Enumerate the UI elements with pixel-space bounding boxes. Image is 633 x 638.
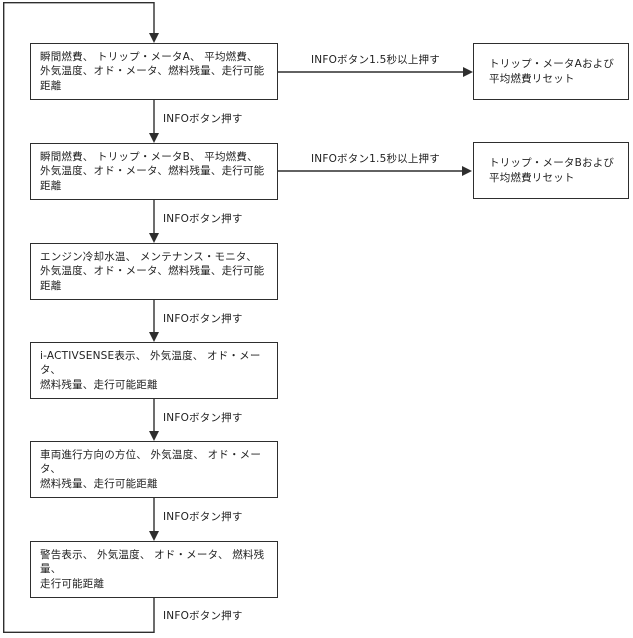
- arrowhead-down-5: [149, 531, 159, 541]
- flow-box-trip-a-mode: 瞬間燃費、 トリップ・メータA、 平均燃費、 外気温度、オド・メータ、燃料残量、…: [30, 43, 278, 100]
- arrow-label-press-info-2: INFOボタン押す: [163, 213, 243, 225]
- arrow-label-long-press-2: INFOボタン1.5秒以上押す: [311, 153, 440, 165]
- flow-box-trip-b-reset: トリップ・メータBおよび 平均燃費リセット: [473, 142, 629, 199]
- arrow-label-long-press-1: INFOボタン1.5秒以上押す: [311, 54, 440, 66]
- flow-box-warning-mode: 警告表示、 外気温度、 オド・メータ、 燃料残量、 走行可能距離: [30, 541, 278, 598]
- loop-connector-line: [3, 2, 155, 633]
- flow-box-trip-a-reset: トリップ・メータAおよび 平均燃費リセット: [473, 43, 629, 100]
- arrow-label-press-info-1: INFOボタン押す: [163, 113, 243, 125]
- arrowhead-down-1: [149, 133, 159, 143]
- flow-box-text: エンジン冷却水温、 メンテナンス・モニタ、 外気温度、オド・メータ、燃料残量、走…: [40, 250, 265, 292]
- flow-box-text: トリップ・メータBおよび 平均燃費リセット: [489, 157, 615, 184]
- flow-box-text: 車両進行方向の方位、 外気温度、 オド・メータ、 燃料残量、走行可能距離: [40, 448, 262, 490]
- flow-box-text: i-ACTIVSENSE表示、 外気温度、 オド・メータ、 燃料残量、走行可能距…: [40, 349, 261, 391]
- arrowhead-right-1: [463, 67, 473, 77]
- flow-box-text: 瞬間燃費、 トリップ・メータB、 平均燃費、 外気温度、オド・メータ、燃料残量、…: [40, 150, 265, 192]
- flow-box-coolant-maintenance-mode: エンジン冷却水温、 メンテナンス・モニタ、 外気温度、オド・メータ、燃料残量、走…: [30, 243, 278, 300]
- arrow-label-press-info-3: INFOボタン押す: [163, 313, 243, 325]
- arrow-label-press-info-4: INFOボタン押す: [163, 412, 243, 424]
- arrowhead-down-4: [149, 431, 159, 441]
- flow-box-compass-mode: 車両進行方向の方位、 外気温度、 オド・メータ、 燃料残量、走行可能距離: [30, 441, 278, 498]
- arrowhead-down-3: [149, 332, 159, 342]
- arrowhead-down-loop: [149, 33, 159, 43]
- flow-box-text: 警告表示、 外気温度、 オド・メータ、 燃料残量、 走行可能距離: [40, 548, 265, 590]
- arrow-label-press-info-5: INFOボタン押す: [163, 511, 243, 523]
- arrow-label-press-info-6: INFOボタン押す: [163, 610, 243, 622]
- flow-box-text: トリップ・メータAおよび 平均燃費リセット: [489, 58, 615, 85]
- flow-box-trip-b-mode: 瞬間燃費、 トリップ・メータB、 平均燃費、 外気温度、オド・メータ、燃料残量、…: [30, 143, 278, 200]
- arrowhead-right-2: [462, 166, 472, 176]
- arrowhead-down-2: [149, 233, 159, 243]
- flow-box-text: 瞬間燃費、 トリップ・メータA、 平均燃費、 外気温度、オド・メータ、燃料残量、…: [40, 50, 265, 92]
- flow-box-i-activsense-mode: i-ACTIVSENSE表示、 外気温度、 オド・メータ、 燃料残量、走行可能距…: [30, 342, 278, 399]
